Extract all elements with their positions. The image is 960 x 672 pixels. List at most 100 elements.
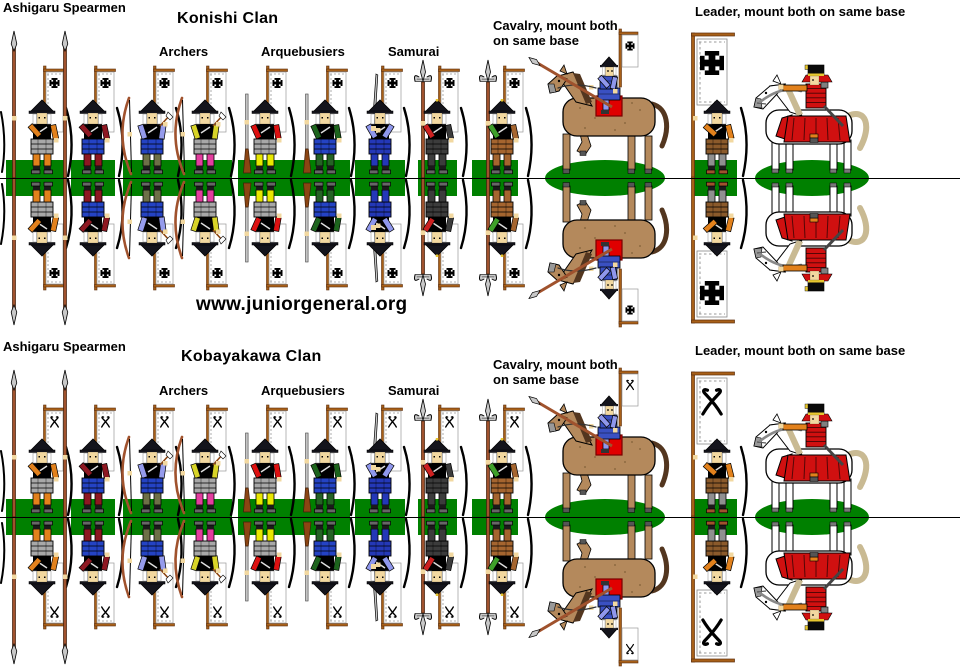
samurai-black xyxy=(414,516,468,636)
nobori-standard xyxy=(691,515,735,663)
samurai-brown xyxy=(479,398,533,518)
mon-crossed-sickles xyxy=(510,416,519,428)
standard-bearer xyxy=(693,178,748,257)
unit-label-spearmen-row2: Ashigaru Spearmen xyxy=(3,339,126,354)
mon-cross xyxy=(332,268,343,278)
mon-cross xyxy=(49,78,60,88)
standard-bearer xyxy=(693,438,748,517)
mon-crossed-sickles xyxy=(213,606,222,618)
unit-label-cavalry-row2: Cavalry, mount both on same base xyxy=(493,357,618,387)
unit-label-samurai-row2: Samurai xyxy=(388,383,440,398)
mon-cross xyxy=(700,281,724,305)
leader-mounted xyxy=(753,403,870,513)
mon-crossed-sickles xyxy=(101,416,110,428)
mon-crossed-sickles xyxy=(445,416,454,428)
mon-cross xyxy=(444,78,455,88)
mon-cross xyxy=(509,268,520,278)
row-2-figures-mirrored xyxy=(0,515,870,667)
mon-cross xyxy=(387,268,398,278)
unit-label-spearmen-row1: Ashigaru Spearmen xyxy=(3,0,126,15)
mon-crossed-sickles xyxy=(101,606,110,618)
unit-label-archers-row2: Archers xyxy=(159,383,209,398)
mon-cross xyxy=(625,41,635,51)
unit-label-leader-row1: Leader, mount both on same base xyxy=(695,4,906,19)
nobori-standard xyxy=(691,176,735,324)
ashigaru-spearman-maroon xyxy=(61,516,124,665)
ashigaru-spearman-orange xyxy=(10,30,73,179)
unit-label-leader-row2: Leader, mount both on same base xyxy=(695,343,906,358)
mon-crossed-sickles xyxy=(625,379,635,391)
mon-crossed-sickles xyxy=(445,606,454,618)
cavalry-mounted xyxy=(528,28,670,174)
mon-cross xyxy=(212,78,223,88)
arquebusier-green xyxy=(303,517,356,630)
mon-crossed-sickles xyxy=(273,606,282,618)
archer-periwinkle xyxy=(121,517,183,630)
row-2-figures xyxy=(0,367,870,519)
mon-crossed-sickles xyxy=(510,606,519,618)
mon-cross xyxy=(159,78,170,88)
mon-cross xyxy=(332,78,343,88)
mon-crossed-sickles xyxy=(333,416,342,428)
archer-periwinkle xyxy=(121,178,183,291)
mon-cross xyxy=(509,78,520,88)
leader-mounted xyxy=(753,521,870,631)
samurai-blue xyxy=(365,65,411,178)
mon-crossed-sickles xyxy=(213,416,222,428)
archer-yellow xyxy=(174,404,236,517)
unit-label-arquebusiers-row1: Arquebusiers xyxy=(261,44,345,59)
mon-crossed-sickles xyxy=(388,606,397,618)
mon-cross xyxy=(49,268,60,278)
ashigaru-spearman-orange xyxy=(10,177,73,326)
cavalry-mounted xyxy=(528,521,670,667)
ashigaru-spearman-orange xyxy=(10,369,73,518)
unit-label-arquebusiers-row2: Arquebusiers xyxy=(261,383,345,398)
mon-cross xyxy=(212,268,223,278)
ashigaru-spearman-maroon xyxy=(61,177,124,326)
samurai-blue xyxy=(365,517,411,630)
archer-periwinkle xyxy=(121,65,183,178)
arquebusier-green xyxy=(303,65,356,178)
mon-crossed-sickles xyxy=(625,643,635,655)
samurai-brown xyxy=(479,59,533,179)
arquebusier-green xyxy=(303,178,356,291)
arquebusier-red xyxy=(243,65,296,178)
unit-label-cavalry-row1: Cavalry, mount both on same base xyxy=(493,18,618,48)
mon-crossed-sickles xyxy=(160,416,169,428)
samurai-blue xyxy=(365,404,411,517)
samurai-blue xyxy=(365,178,411,291)
leader-mounted xyxy=(753,182,870,292)
mon-cross xyxy=(272,78,283,88)
mon-crossed-sickles xyxy=(701,618,723,646)
nobori-standard xyxy=(691,371,735,519)
mon-cross xyxy=(272,268,283,278)
mon-crossed-sickles xyxy=(388,416,397,428)
samurai-brown xyxy=(479,177,533,297)
mon-cross xyxy=(444,268,455,278)
mon-crossed-sickles xyxy=(333,606,342,618)
standard-bearer xyxy=(693,99,748,178)
nobori-standard xyxy=(691,32,735,180)
site-watermark: www.juniorgeneral.org xyxy=(196,294,408,315)
mon-crossed-sickles xyxy=(50,416,59,428)
mon-crossed-sickles xyxy=(701,388,723,416)
unit-label-archers-row1: Archers xyxy=(159,44,209,59)
cavalry-mounted xyxy=(528,182,670,328)
cavalry-mounted xyxy=(528,367,670,513)
clan-title-row2: Kobayakawa Clan xyxy=(181,348,322,365)
archer-yellow xyxy=(174,517,236,630)
mon-cross xyxy=(700,51,724,75)
unit-label-samurai-row1: Samurai xyxy=(388,44,440,59)
mon-cross xyxy=(159,268,170,278)
mon-cross xyxy=(100,78,111,88)
clan-title-row1: Konishi Clan xyxy=(177,10,279,27)
mon-cross xyxy=(100,268,111,278)
row-1-figures xyxy=(0,28,870,180)
mon-crossed-sickles xyxy=(160,606,169,618)
ashigaru-spearman-orange xyxy=(10,516,73,665)
archer-periwinkle xyxy=(121,404,183,517)
leader-mounted xyxy=(753,64,870,174)
samurai-brown xyxy=(479,516,533,636)
